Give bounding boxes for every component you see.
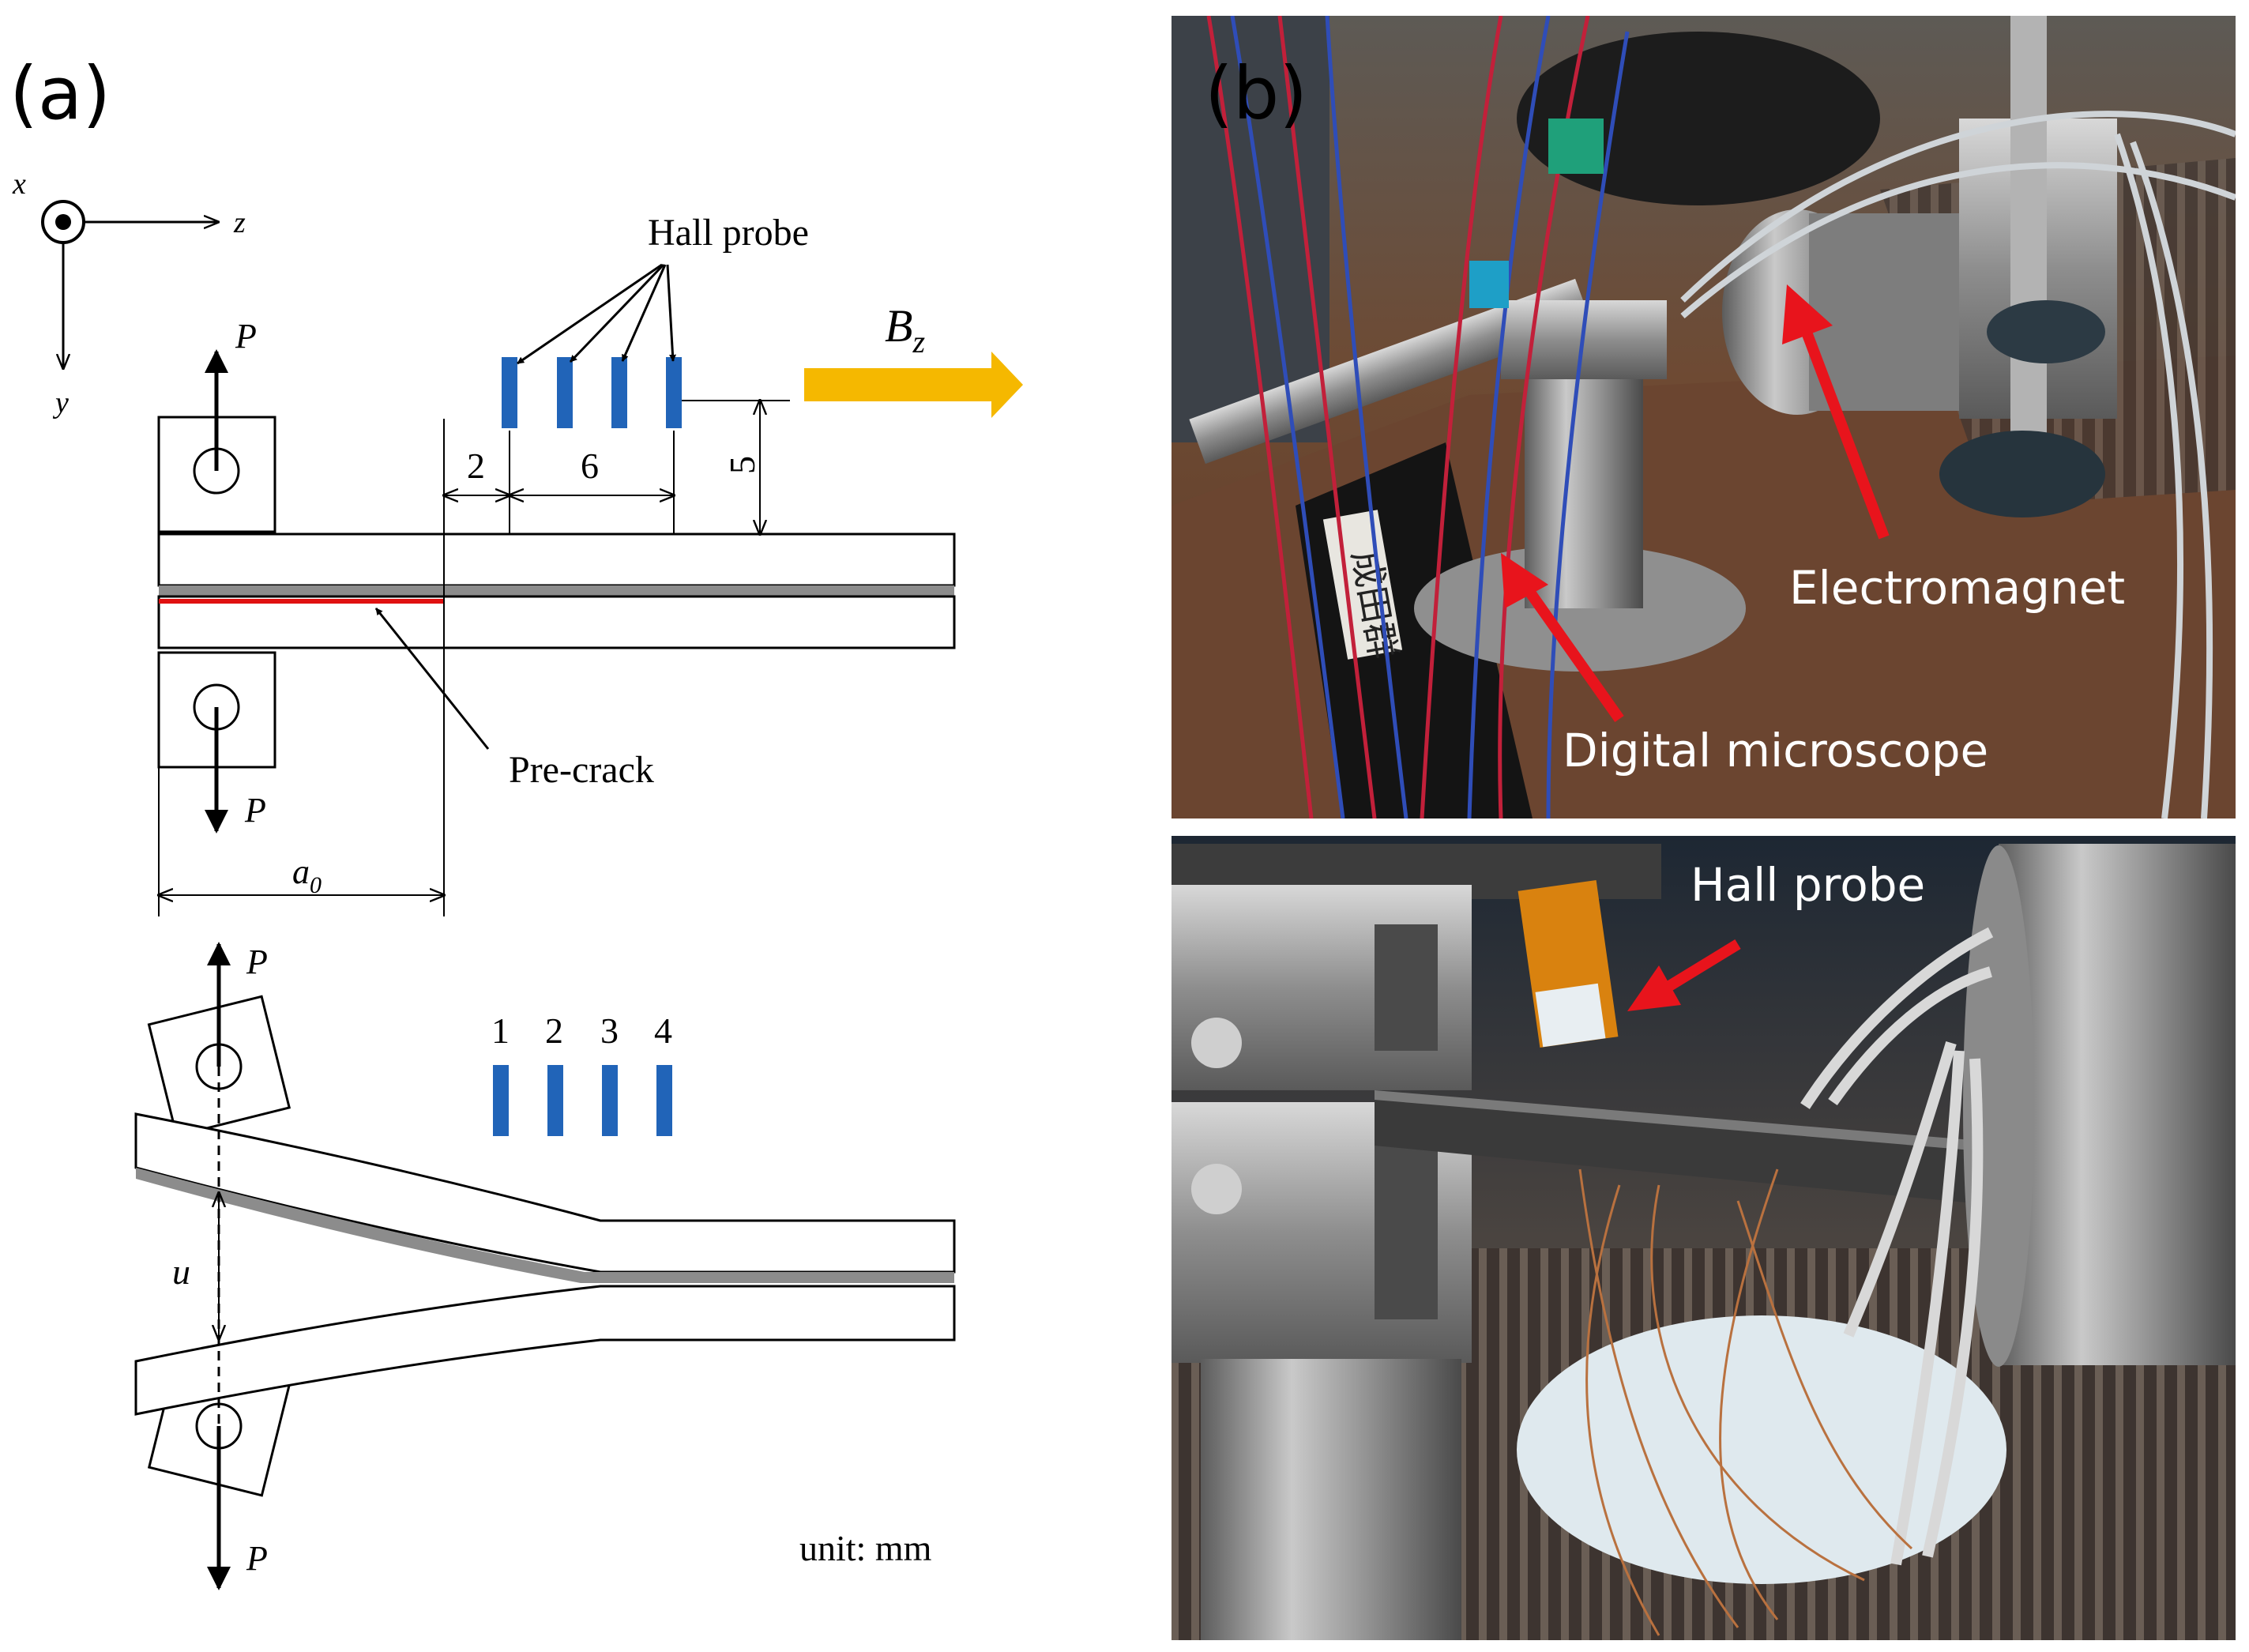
adhesive-layer (159, 585, 954, 596)
hall-probe-label: Hall probe (648, 212, 809, 254)
electromagnet-block (1809, 213, 1975, 411)
grip-base (1201, 1359, 1461, 1640)
upper-adherend (157, 532, 956, 587)
specimen-beam (1375, 1090, 1991, 1205)
hall-probe-pointer-4 (666, 264, 677, 362)
green-clip (1548, 119, 1604, 174)
hall-probe-pointer-3 (621, 264, 667, 362)
probe-number-4: 4 (654, 1010, 672, 1051)
microscope-arrow-head (1501, 553, 1548, 608)
coordinate-axes: x z y (12, 167, 246, 420)
dcb-specimen-undeformed: P P (157, 317, 956, 916)
panel-a: (a) x z y P P (9, 51, 1023, 1590)
axis-x-label: x (12, 167, 26, 201)
numbered-probe-4 (656, 1065, 672, 1136)
electromagnet-bottom (1999, 844, 2236, 1365)
threaded-rod (2010, 16, 2047, 506)
hall-probe-photo-arrow (1664, 939, 1741, 992)
wire-bundle (1206, 16, 2236, 818)
electromagnet-arrow (1798, 322, 1890, 540)
opening-label: u (172, 1251, 190, 1292)
microscope-label: Digital microscope (1563, 724, 1988, 777)
electromagnet-arrow-head (1782, 284, 1833, 344)
dimension-annotations: 2 6 5 a0 (159, 401, 790, 898)
hall-probe-tips (1535, 983, 1606, 1048)
probe-number-2: 2 (545, 1010, 563, 1051)
unit-label: unit: mm (799, 1528, 932, 1568)
grip-pin-upper (1191, 1018, 1242, 1068)
panel-a-label: (a) (9, 51, 111, 136)
hall-probe-photo-arrow-head (1627, 965, 1681, 1011)
hall-probe-array-numbered: 1 2 3 4 (491, 1010, 672, 1136)
rod-foot (1939, 431, 2105, 517)
deformed-load-label-bottom: P (246, 1539, 268, 1578)
deformed-lower-adherend (134, 1285, 956, 1416)
panel-b-bottom-photo: Hall probe (1172, 836, 2236, 1640)
hall-probe-3 (611, 357, 627, 428)
hall-probe-1 (502, 357, 517, 428)
grip-slot-lower (1375, 1146, 1438, 1319)
numbered-probe-1 (493, 1065, 509, 1136)
precrack-label: Pre-crack (509, 749, 654, 791)
grip-body (1525, 363, 1643, 608)
hall-probe-4 (666, 357, 682, 428)
hall-probe-array-top: Hall probe (502, 212, 809, 428)
dim-6-label: 6 (581, 446, 599, 486)
magnetic-field-arrow: Bz (804, 300, 1023, 418)
bz-label: Bz (885, 300, 925, 359)
grip-slot-upper (1375, 924, 1438, 1051)
deformed-upper-adherend (134, 1112, 956, 1274)
electromagnet-label: Electromagnet (1789, 561, 2125, 615)
blue-clip (1469, 261, 1509, 308)
table-opening (1517, 1315, 2006, 1584)
dim-5-label: 5 (722, 456, 762, 474)
numbered-probe-3 (602, 1065, 618, 1136)
specimen-beam-top (1375, 1090, 1991, 1152)
hall-probe-pointer-2 (569, 263, 665, 363)
deformed-load-label-top: P (246, 943, 268, 981)
a0-label: a0 (292, 852, 322, 898)
panel-b-label: (b) (1205, 51, 1307, 136)
axis-y-label: y (52, 386, 69, 420)
precrack-pointer (374, 608, 490, 750)
axis-z-label: z (233, 206, 246, 239)
rod-foot-2 (1987, 300, 2105, 363)
load-label-top: P (235, 317, 257, 356)
hall-probe-pointer-1 (517, 263, 663, 365)
hall-probe-2 (557, 357, 573, 428)
axis-x-dot-icon (55, 214, 71, 230)
lower-adherend (157, 595, 956, 649)
dim-2-label: 2 (467, 446, 485, 486)
microscope-arrow (1520, 581, 1624, 723)
dcb-specimen-deformed: u P P (134, 942, 956, 1590)
numbered-probe-2 (547, 1065, 563, 1136)
probe-number-3: 3 (600, 1010, 619, 1051)
probe-wires (1578, 927, 1994, 1636)
bz-arrow-icon (804, 352, 1023, 418)
hall-probe-photo-label: Hall probe (1691, 858, 1925, 912)
load-label-bottom: P (244, 791, 266, 830)
panel-b-top-photo: 成田群 (1172, 16, 2236, 818)
grip-pin-lower (1191, 1164, 1242, 1214)
probe-number-1: 1 (491, 1010, 510, 1051)
